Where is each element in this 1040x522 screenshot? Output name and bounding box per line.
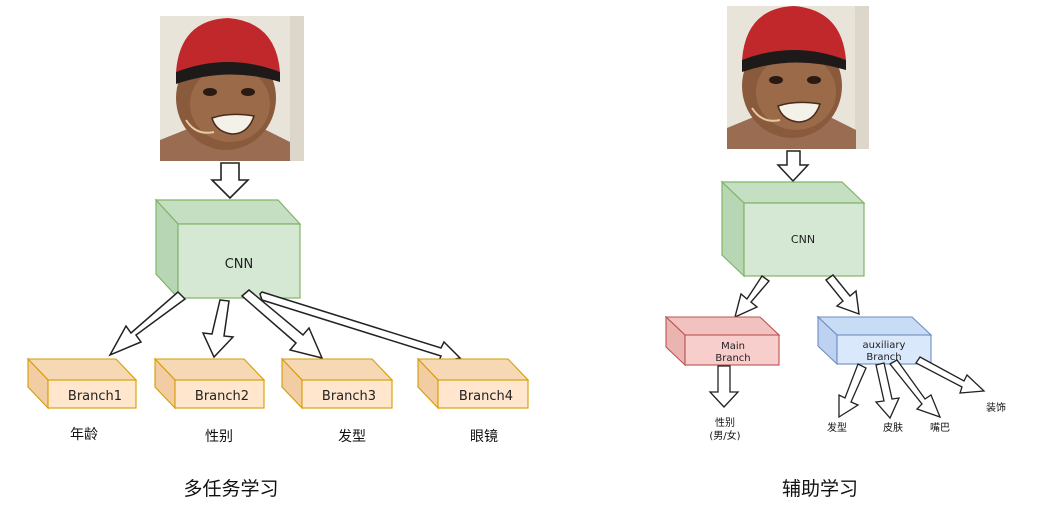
main-branch-label-line1: Main: [721, 341, 745, 352]
caption-left: 多任务学习: [183, 478, 278, 500]
arrow-to-branch2: [201, 299, 235, 359]
aux-output-decoration: 装饰: [986, 401, 1006, 414]
arrow-to-branch3: [240, 289, 324, 360]
main-branch-box: [664, 315, 781, 367]
aux-output-mouth: 嘴巴: [930, 422, 950, 434]
main-output-line2: (男/女): [709, 429, 740, 442]
face-photo-right: [727, 6, 869, 149]
aux-output-skin: 皮肤: [883, 421, 903, 434]
output-label-3: 发型: [338, 429, 366, 445]
arrow-photo-to-cnn-right: [776, 150, 810, 183]
branch-box-1: [26, 357, 138, 410]
branch4-label: Branch4: [459, 389, 513, 404]
aux-branch-label-line1: auxiliary: [863, 340, 906, 351]
arrow-to-aux-branch: [824, 274, 860, 316]
arrow-main-to-gender: [708, 365, 740, 408]
arrow-aux-to-skin: [874, 362, 901, 420]
branch-box-3: [280, 357, 394, 410]
arrow-to-branch4: [259, 291, 462, 365]
main-branch-label-line2: Branch: [715, 353, 750, 364]
branch1-label: Branch1: [68, 389, 122, 404]
arrow-photo-to-cnn-left: [210, 162, 250, 200]
arrows-cnn-to-branches-right: [733, 274, 860, 319]
cnn-box-left: [154, 198, 302, 300]
output-label-2: 性别: [205, 429, 233, 445]
caption-right: 辅助学习: [782, 478, 858, 500]
face-photo-left: [160, 16, 304, 161]
cnn-label-left: CNN: [225, 257, 254, 272]
arrow-to-main-branch: [733, 275, 771, 319]
cnn-box-right: [720, 180, 866, 278]
branch2-label: Branch2: [195, 389, 249, 404]
branch-box-2: [153, 357, 266, 410]
output-label-4: 眼镜: [470, 429, 498, 445]
branch-box-4: [416, 357, 530, 410]
arrows-cnn-to-branches-left: [108, 289, 462, 365]
main-output-line1: 性别: [715, 416, 735, 429]
aux-branch-box: [816, 315, 933, 366]
aux-branch-label-line2: Branch: [866, 352, 901, 363]
output-label-1: 年龄: [70, 427, 98, 443]
arrows-branches-to-outputs-right: [708, 356, 986, 420]
cnn-label-right: CNN: [791, 233, 815, 246]
branch3-label: Branch3: [322, 389, 376, 404]
arrow-to-branch1: [108, 290, 187, 357]
arrow-aux-to-decoration: [915, 356, 986, 394]
aux-output-hair: 发型: [827, 421, 847, 434]
arrow-aux-to-hair: [838, 363, 867, 419]
arrow-aux-to-mouth: [889, 359, 942, 419]
